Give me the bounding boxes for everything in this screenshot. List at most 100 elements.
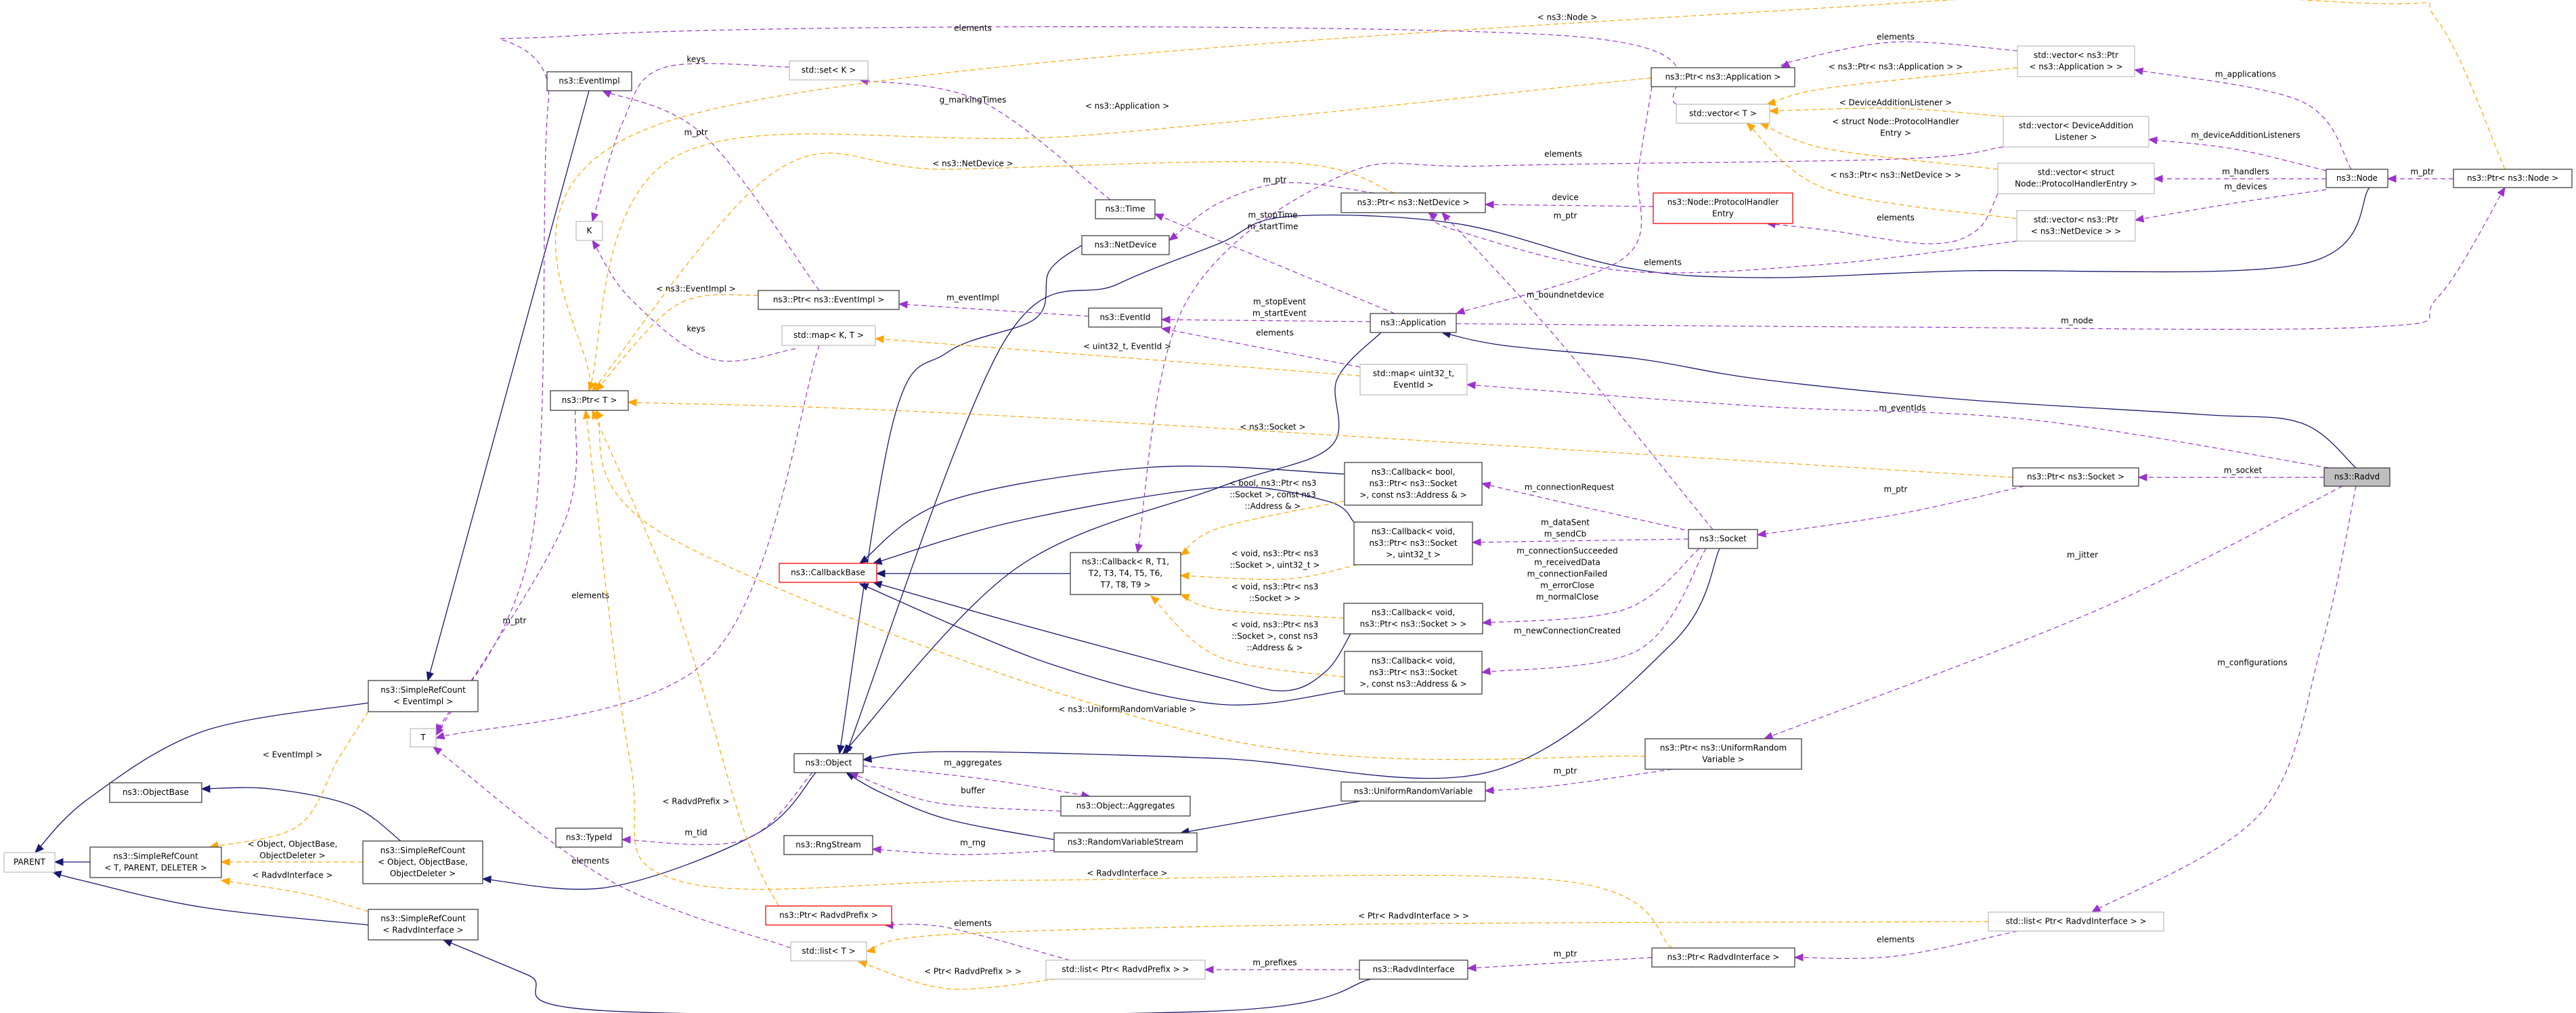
class-node-CB_addr[interactable]: ns3::Callback< void,ns3::Ptr< ns3::Socke… xyxy=(1344,651,1483,695)
class-node-Object[interactable]: ns3::Object xyxy=(793,753,864,773)
edge-line xyxy=(1466,384,2330,469)
class-node-URV[interactable]: ns3::UniformRandomVariable xyxy=(1340,781,1486,802)
class-node-vec_PtrND[interactable]: std::vector< ns3::Ptr< ns3::NetDevice > … xyxy=(2016,210,2136,242)
class-node-map_u32[interactable]: std::map< uint32_t,EventId > xyxy=(1359,364,1468,395)
edge-template-SRC_Object-to-SRC_TPD: < Object, ObjectBase,ObjectDeleter > xyxy=(220,840,363,866)
edge-template-vec_DAL-to-vector_T: < DeviceAdditionListener > xyxy=(1768,98,2004,117)
edge-template-SRC_EventImpl-to-SRC_TPD: < EventImpl > xyxy=(209,711,369,849)
arrowhead-icon xyxy=(1471,538,1481,546)
edge-label: m_handlers xyxy=(2222,167,2269,177)
node-box xyxy=(789,60,869,81)
arrowhead-icon xyxy=(53,858,64,866)
node-label: PARENT xyxy=(14,857,46,867)
class-node-list_PtrRP[interactable]: std::list< Ptr< RadvdPrefix > > xyxy=(1045,960,1206,980)
class-node-CB_bool[interactable]: ns3::Callback< bool,ns3::Ptr< ns3::Socke… xyxy=(1344,462,1483,506)
edge-label: m_newConnectionCreated xyxy=(1514,626,1621,636)
class-node-vector_T[interactable]: std::vector< T > xyxy=(1676,104,1770,124)
node-box xyxy=(779,563,877,583)
class-node-PHE[interactable]: ns3::Node::ProtocolHandlerEntry xyxy=(1653,192,1793,224)
class-node-Socket[interactable]: ns3::Socket xyxy=(1688,529,1758,549)
edge-label: < Object, ObjectBase, xyxy=(248,840,338,849)
edge-line xyxy=(1766,67,2018,105)
class-node-PtrRI[interactable]: ns3::Ptr< RadvdInterface > xyxy=(1651,947,1795,968)
class-node-CB_ptr[interactable]: ns3::Callback< void,ns3::Ptr< ns3::Socke… xyxy=(1343,603,1483,634)
class-node-list_PtrRI[interactable]: std::list< Ptr< RadvdInterface > > xyxy=(1988,911,2164,932)
class-node-PtrURV[interactable]: ns3::Ptr< ns3::UniformRandomVariable > xyxy=(1644,738,1802,770)
class-node-vec_DAL[interactable]: std::vector< DeviceAdditionListener > xyxy=(2003,116,2149,148)
node-box xyxy=(1359,960,1468,980)
class-node-PtrApp[interactable]: ns3::Ptr< ns3::Application > xyxy=(1651,67,1795,87)
node-label: ns3::Object xyxy=(806,758,852,768)
class-node-vec_PtrApp[interactable]: std::vector< ns3::Ptr< ns3::Application … xyxy=(2017,45,2135,77)
edge-template-PtrNode-to-PtrT: < ns3::Node > xyxy=(554,0,2506,392)
edge-line xyxy=(858,961,1057,990)
node-label: Variable > xyxy=(1702,755,1744,764)
class-node-EventImpl[interactable]: ns3::EventImpl xyxy=(546,71,632,91)
class-node-RVS[interactable]: ns3::RandomVariableStream xyxy=(1053,832,1198,853)
node-label: std::list< T > xyxy=(802,947,855,956)
arrowhead-icon xyxy=(1766,98,1776,106)
arrowhead-icon xyxy=(592,409,600,420)
class-node-map_KT[interactable]: std::map< K, T > xyxy=(781,325,876,346)
class-node-PtrEventImpl[interactable]: ns3::Ptr< ns3::EventImpl > xyxy=(758,290,900,310)
edge-line xyxy=(35,702,369,853)
class-node-EventId[interactable]: ns3::EventId xyxy=(1088,307,1162,328)
class-node-RngStream[interactable]: ns3::RngStream xyxy=(783,835,873,855)
edge-line xyxy=(592,240,796,362)
edge-usage-Radvd-to-PtrURV: m_jitter xyxy=(1763,486,2343,739)
class-node-K[interactable]: K xyxy=(575,221,603,241)
edge-template-PtrEventImpl-to-PtrT: < ns3::EventImpl > xyxy=(595,284,759,391)
class-node-T[interactable]: T xyxy=(410,728,437,748)
edge-label: ::Address & > xyxy=(1247,643,1303,653)
class-node-SRC_TPD[interactable]: ns3::SimpleRefCount< T, PARENT, DELETER … xyxy=(89,846,222,878)
class-node-Aggregates[interactable]: ns3::Object::Aggregates xyxy=(1060,796,1191,817)
class-node-PARENT[interactable]: PARENT xyxy=(3,852,56,873)
edge-template-CB_u32-to-CB_R: < void, ns3::Ptr< ns3::Socket >, uint32_… xyxy=(1179,549,1358,580)
edge-usage-vector_T-to-T: elements xyxy=(435,24,1679,734)
class-node-CB_u32[interactable]: ns3::Callback< void,ns3::Ptr< ns3::Socke… xyxy=(1353,521,1473,565)
class-node-ObjectBase[interactable]: ns3::ObjectBase xyxy=(109,782,202,803)
node-box xyxy=(550,390,629,411)
edge-usage-EventId-to-PtrEventImpl: m_eventImpl xyxy=(898,293,1089,317)
class-node-TypeId[interactable]: ns3::TypeId xyxy=(555,827,623,848)
arrowhead-icon xyxy=(1745,123,1756,132)
edge-label: m_boundnetdevice xyxy=(1527,290,1604,300)
node-box xyxy=(2016,210,2136,242)
class-node-PtrSocket[interactable]: ns3::Ptr< ns3::Socket > xyxy=(2012,467,2139,487)
class-node-Time[interactable]: ns3::Time xyxy=(1095,199,1156,219)
class-node-SRC_Object[interactable]: ns3::SimpleRefCount< Object, ObjectBase,… xyxy=(362,840,483,884)
edge-line xyxy=(482,772,816,890)
edge-template-list_PtrRP-to-list_T: < Ptr< RadvdPrefix > > xyxy=(857,960,1057,990)
class-node-PtrT[interactable]: ns3::Ptr< T > xyxy=(550,390,629,411)
edge-line xyxy=(859,465,1345,564)
edge-line xyxy=(1137,146,2004,553)
class-node-CB_R[interactable]: ns3::Callback< R, T1,T2, T3, T4, T5, T6,… xyxy=(1070,552,1181,595)
class-node-PtrRadvdPrefix[interactable]: ns3::Ptr< RadvdPrefix > xyxy=(765,905,892,926)
class-node-list_T[interactable]: std::list< T > xyxy=(790,941,867,962)
class-node-SRC_EventImpl[interactable]: ns3::SimpleRefCount< EventImpl > xyxy=(368,680,479,712)
node-label: std::vector< T > xyxy=(1689,109,1757,118)
class-node-Node[interactable]: ns3::Node xyxy=(2326,169,2388,188)
class-node-Radvd[interactable]: ns3::Radvd xyxy=(2323,467,2391,487)
class-node-RadvdInterface[interactable]: ns3::RadvdInterface xyxy=(1359,960,1468,980)
arrowhead-icon xyxy=(592,239,601,250)
edge-label: m_startEvent xyxy=(1252,309,1307,318)
edge-line xyxy=(1161,328,1361,368)
class-node-SRC_RI[interactable]: ns3::SimpleRefCount< RadvdInterface > xyxy=(368,909,479,941)
edge-label: keys xyxy=(686,55,705,64)
arrowhead-icon xyxy=(442,939,453,947)
class-node-PtrNetDevice[interactable]: ns3::Ptr< ns3::NetDevice > xyxy=(1340,192,1486,213)
edge-usage-PtrNetDevice-to-NetDevice: m_ptr xyxy=(1168,175,1375,241)
class-node-Application[interactable]: ns3::Application xyxy=(1370,313,1457,333)
class-node-CallbackBase[interactable]: ns3::CallbackBase xyxy=(779,563,877,583)
edge-line xyxy=(2135,189,2327,221)
class-node-vec_PHE[interactable]: std::vector< structNode::ProtocolHandler… xyxy=(1997,163,2155,194)
class-node-PtrNode[interactable]: ns3::Ptr< ns3::Node > xyxy=(2453,169,2573,188)
class-node-NetDevice[interactable]: ns3::NetDevice xyxy=(1081,235,1170,255)
node-box xyxy=(1340,781,1486,802)
edge-usage-PtrEventImpl-to-EventImpl: m_ptr xyxy=(601,90,820,291)
class-node-set_K[interactable]: std::set< K > xyxy=(789,60,869,81)
edge-label: < RadvdInterface > xyxy=(1087,869,1167,878)
edge-template-PtrRadvdPrefix-to-PtrT: < RadvdPrefix > xyxy=(592,409,779,907)
node-box xyxy=(546,71,632,91)
